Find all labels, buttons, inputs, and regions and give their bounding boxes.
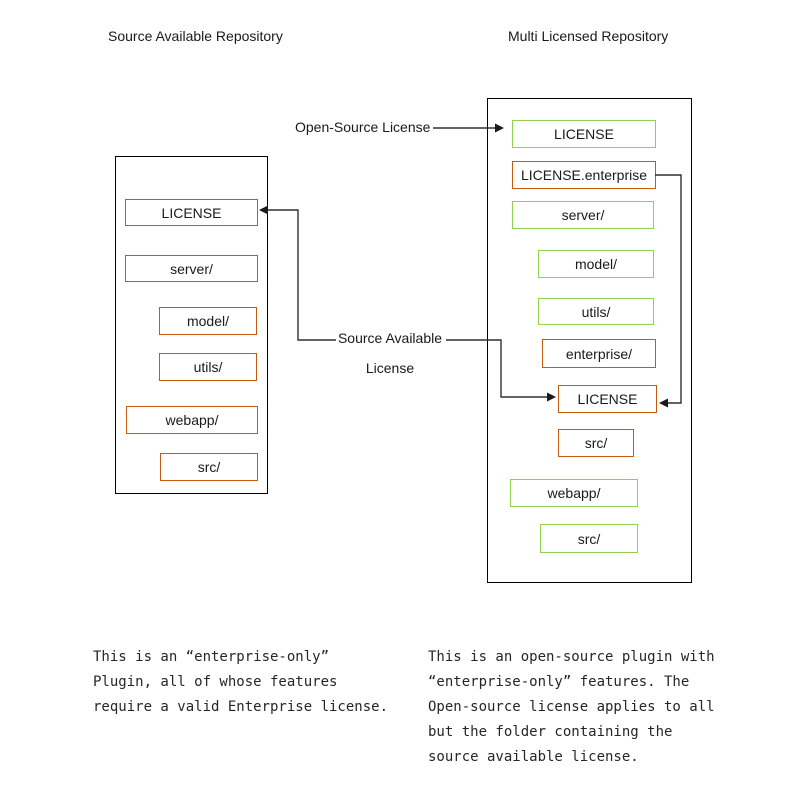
folder-label: server/ <box>561 207 605 223</box>
right-repo-title: Multi Licensed Repository <box>508 28 669 44</box>
folder-box-src: src/ <box>160 453 258 481</box>
right-repo-caption: This is an open-source plugin with “ente… <box>428 645 715 770</box>
caption-line: require a valid Enterprise license. <box>93 699 389 715</box>
open-source-license-label: Open-Source License <box>295 119 431 135</box>
folder-label: webapp/ <box>165 412 219 428</box>
folder-label: model/ <box>574 256 618 272</box>
folder-label: src/ <box>197 459 221 475</box>
folder-box-server: server/ <box>512 201 654 229</box>
caption-line: but the folder containing the <box>428 724 673 740</box>
folder-label: webapp/ <box>547 485 601 501</box>
right-repo-container: LICENSE LICENSE.enterprise server/ model… <box>487 98 692 583</box>
left-repo-title: Source Available Repository <box>108 28 283 44</box>
folder-box-enterprise: enterprise/ <box>542 339 656 368</box>
caption-line: Plugin, all of whose features <box>93 674 338 690</box>
folder-box-src: src/ <box>540 524 638 553</box>
folder-box-utils: utils/ <box>159 353 257 381</box>
caption-line: “enterprise-only” features. The <box>428 674 690 690</box>
folder-label: LICENSE.enterprise <box>520 167 648 183</box>
folder-box-utils: utils/ <box>538 298 654 325</box>
folder-label: server/ <box>170 260 213 277</box>
folder-box-inner-src: src/ <box>558 429 634 457</box>
folder-label: model/ <box>186 313 230 329</box>
left-repo-container: LICENSE server/ model/ utils/ webapp/ sr… <box>115 156 268 494</box>
folder-label: utils/ <box>193 359 223 375</box>
folder-label: src/ <box>577 530 601 547</box>
folder-box-license-enterprise: LICENSE.enterprise <box>512 161 656 189</box>
folder-label: LICENSE <box>161 204 222 221</box>
folder-label: enterprise/ <box>565 345 633 362</box>
folder-box-license: LICENSE <box>512 120 656 148</box>
folder-box-inner-license: LICENSE <box>558 385 657 413</box>
source-available-label-line2: License <box>365 360 415 376</box>
caption-line: source available license. <box>428 749 639 765</box>
folder-box-model: model/ <box>159 307 257 335</box>
folder-label: LICENSE <box>577 391 638 407</box>
folder-box-license: LICENSE <box>125 199 258 226</box>
source-available-label-line1: Source Available <box>337 330 443 346</box>
folder-label: LICENSE <box>554 126 614 142</box>
folder-box-model: model/ <box>538 250 654 278</box>
folder-box-server: server/ <box>125 255 258 282</box>
caption-line: This is an open-source plugin with <box>428 649 715 665</box>
folder-box-webapp: webapp/ <box>126 406 258 434</box>
folder-box-webapp: webapp/ <box>510 479 638 507</box>
folder-label: utils/ <box>581 303 611 320</box>
left-repo-caption: This is an “enterprise-only” Plugin, all… <box>93 645 388 720</box>
caption-line: This is an “enterprise-only” <box>93 649 330 665</box>
connector-source-available-left-line <box>268 209 336 341</box>
folder-label: src/ <box>584 435 608 451</box>
caption-line: Open-source license applies to all <box>428 699 715 715</box>
